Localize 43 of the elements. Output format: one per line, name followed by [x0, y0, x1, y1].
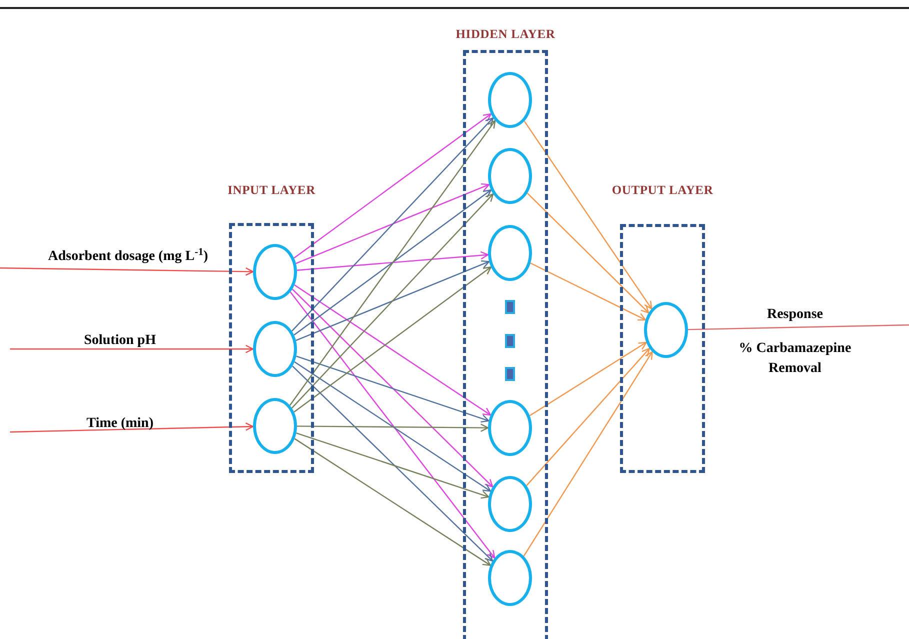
layer-heading: OUTPUT LAYER	[612, 183, 714, 197]
input-label: Time (min)	[86, 416, 154, 431]
neuron-circle	[488, 148, 532, 204]
arrow	[296, 183, 490, 264]
neuron-circle	[488, 72, 532, 128]
arrow	[294, 189, 492, 336]
neuron-circle	[644, 302, 688, 358]
layer-heading: INPUT LAYER	[228, 183, 316, 197]
arrow	[292, 288, 494, 488]
arrow	[530, 262, 646, 320]
input-label: Adsorbent dosage (mg L$^{-1}$)	[48, 249, 208, 264]
arrow	[296, 432, 490, 499]
arrow	[294, 113, 492, 259]
input-label: Response	[766, 307, 823, 322]
neuron-circle	[253, 321, 297, 377]
arrow	[10, 422, 254, 433]
arrow	[297, 424, 489, 432]
arrow	[526, 348, 650, 486]
neuron-circle	[488, 550, 532, 606]
arrow	[291, 117, 494, 332]
arrow	[10, 344, 254, 354]
arrow	[523, 351, 653, 556]
input-label: Solution pH	[84, 333, 156, 348]
arrow	[290, 292, 496, 559]
neuron-circle	[253, 398, 297, 454]
arrow	[291, 193, 494, 408]
arrow	[296, 251, 489, 271]
arrow	[294, 361, 492, 492]
neuron-circle	[253, 244, 297, 300]
arrow	[294, 438, 491, 566]
layer-heading: HIDDEN LAYER	[456, 27, 556, 41]
arrow	[0, 267, 254, 276]
neuron-circle	[488, 225, 532, 281]
arrow	[529, 342, 647, 416]
arrow	[296, 356, 490, 423]
neuron-circle	[488, 476, 532, 532]
arrow	[526, 192, 650, 314]
arrow	[292, 366, 494, 562]
arrow	[296, 260, 490, 341]
arrow	[289, 120, 496, 406]
neuron-circle	[488, 400, 532, 456]
arrow	[524, 120, 652, 310]
output-label: % Carbamazepine Removal	[738, 341, 852, 376]
